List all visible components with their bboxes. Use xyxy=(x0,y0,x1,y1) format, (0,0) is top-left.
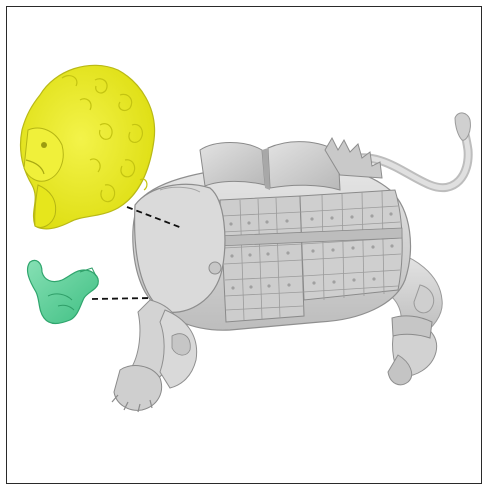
armored-lion-body xyxy=(133,138,411,330)
jaw-piece-part xyxy=(28,260,99,323)
armor-lamellar-left xyxy=(220,196,304,322)
lion-head-part xyxy=(20,65,154,229)
jaw-leader-line xyxy=(92,298,152,299)
